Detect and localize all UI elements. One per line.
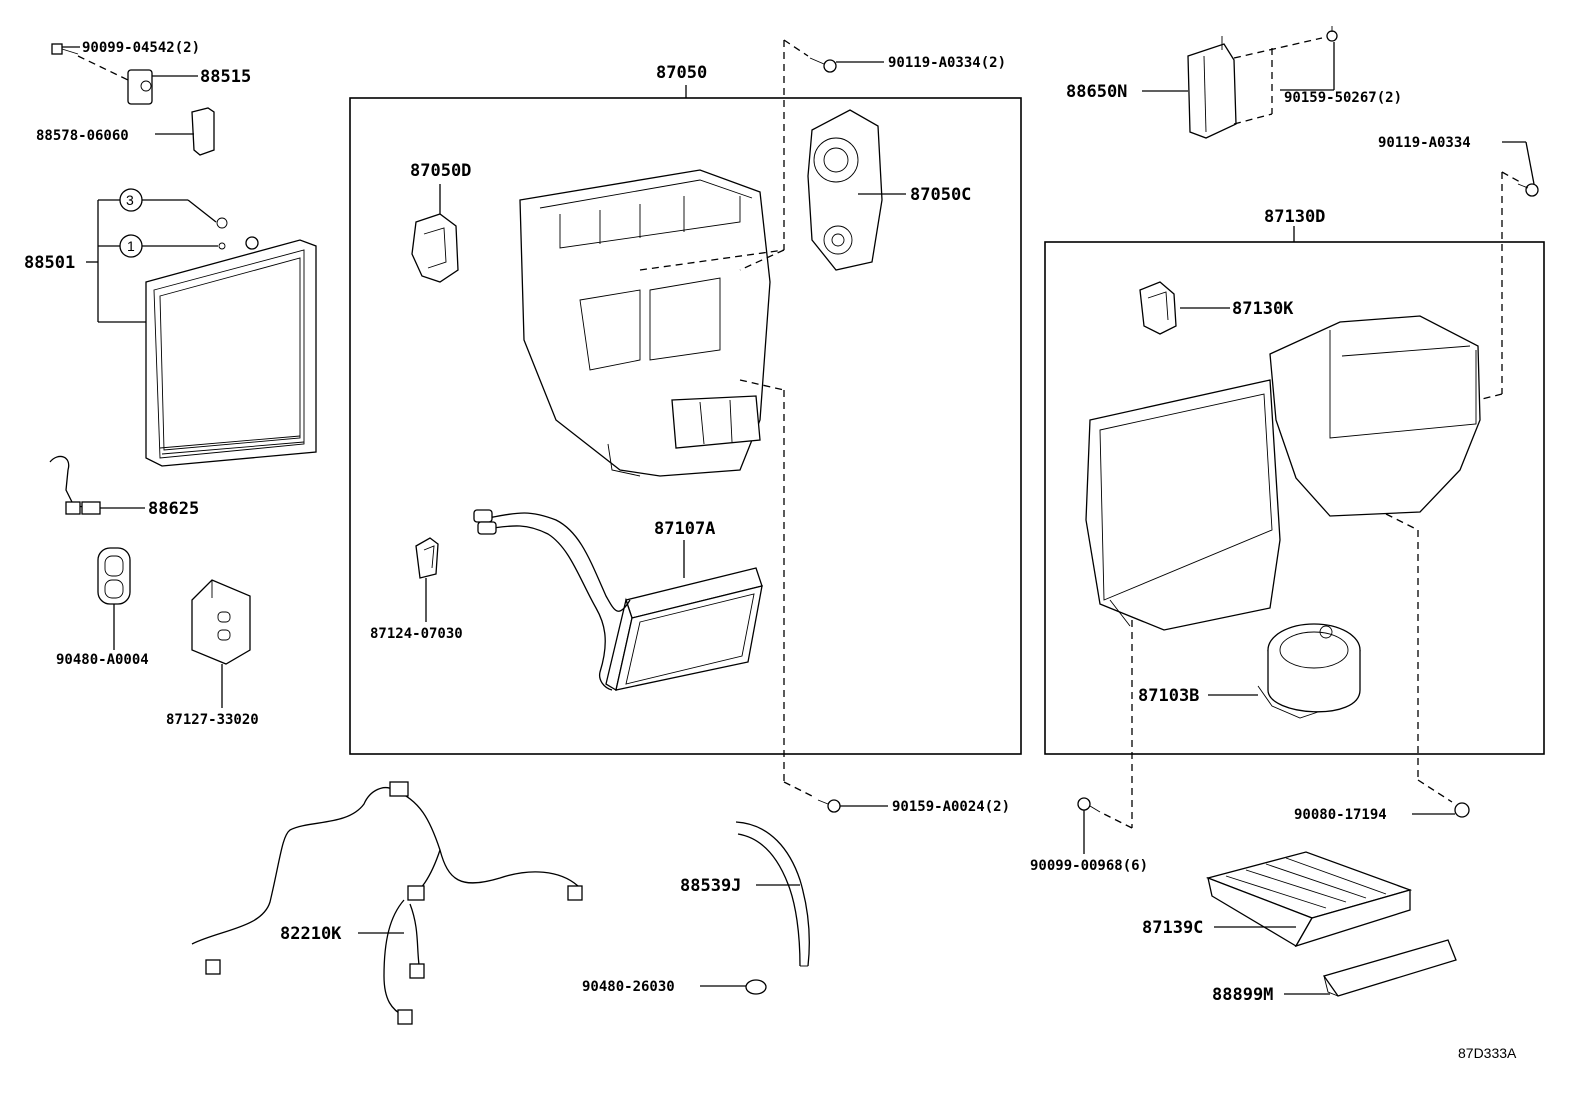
diagram-reference-code: 87D333A	[1458, 1045, 1517, 1061]
part-label-87130k[interactable]: 87130K	[1232, 299, 1294, 319]
part-label-87050d[interactable]: 87050D	[410, 161, 471, 181]
part-label-88899m[interactable]: 88899M	[1212, 985, 1273, 1005]
o-ring-icon	[216, 217, 228, 229]
part-label-87050[interactable]: 87050	[656, 63, 707, 83]
o-ring-icon	[218, 242, 226, 250]
part-label-90119-a0334[interactable]: 90119-A0334	[1378, 135, 1471, 151]
wire-harness-icon	[191, 781, 583, 1025]
thermistor-icon	[49, 455, 101, 515]
part-label-87107a[interactable]: 87107A	[654, 519, 715, 539]
evaporator-icon	[145, 236, 317, 467]
part-label-90099-00968[interactable]: 90099-00968(6)	[1030, 858, 1148, 874]
blower-unit-housing-icon	[1085, 315, 1481, 631]
cabin-air-filter-icon	[1205, 851, 1413, 948]
air-conditioner-amplifier-icon	[1187, 36, 1237, 139]
part-label-87103b[interactable]: 87103B	[1138, 686, 1199, 706]
packing-icon	[191, 579, 251, 665]
part-label-88515[interactable]: 88515	[200, 67, 251, 87]
blower-motor-icon	[1257, 623, 1361, 719]
grommet-icon	[97, 547, 131, 605]
part-label-90159-50267[interactable]: 90159-50267(2)	[1284, 90, 1402, 106]
pipe-clamp-icon	[415, 537, 439, 579]
screw-icon	[1077, 797, 1101, 813]
part-label-87139c[interactable]: 87139C	[1142, 918, 1203, 938]
grommet-icon	[745, 979, 767, 995]
part-label-87050c[interactable]: 87050C	[910, 185, 971, 205]
part-label-88625[interactable]: 88625	[148, 499, 199, 519]
filter-cover-icon	[1322, 939, 1457, 997]
part-label-88501[interactable]: 88501	[24, 253, 75, 273]
part-label-87130d[interactable]: 87130D	[1264, 207, 1325, 227]
part-label-87124-07030[interactable]: 87124-07030	[370, 626, 463, 642]
insulator-icon	[155, 107, 215, 156]
expansion-valve-icon	[127, 69, 198, 105]
air-mix-servo-icon	[807, 109, 883, 271]
part-label-88578-06060[interactable]: 88578-06060	[36, 128, 129, 144]
part-label-90159-a0024[interactable]: 90159-A0024(2)	[892, 799, 1010, 815]
part-label-88539j[interactable]: 88539J	[680, 876, 741, 896]
screw-icon	[51, 43, 79, 55]
screw-icon	[1326, 26, 1338, 42]
part-label-88650n[interactable]: 88650N	[1066, 82, 1127, 102]
part-label-90099-04542[interactable]: 90099-04542(2)	[82, 40, 200, 56]
nut-icon	[1454, 802, 1470, 818]
screw-icon	[817, 799, 841, 813]
part-label-87127-33020[interactable]: 87127-33020	[166, 712, 259, 728]
callout-number-1: 1	[127, 238, 135, 254]
part-label-90480-a0004[interactable]: 90480-A0004	[56, 652, 149, 668]
drain-hose-icon	[735, 821, 810, 967]
part-label-90080-17194[interactable]: 90080-17194	[1294, 807, 1387, 823]
screw-icon	[809, 57, 837, 73]
mode-damper-servo-icon	[411, 213, 459, 283]
heater-unit-housing-icon	[519, 169, 771, 477]
heater-core-icon	[473, 509, 763, 692]
recirculation-damper-servo-icon	[1139, 281, 1177, 335]
callout-number-3: 3	[126, 192, 134, 208]
part-label-90480-26030[interactable]: 90480-26030	[582, 979, 675, 995]
part-label-82210k[interactable]: 82210K	[280, 924, 342, 944]
screw-icon	[1517, 183, 1539, 197]
part-label-90119-a0334-2[interactable]: 90119-A0334(2)	[888, 55, 1006, 71]
